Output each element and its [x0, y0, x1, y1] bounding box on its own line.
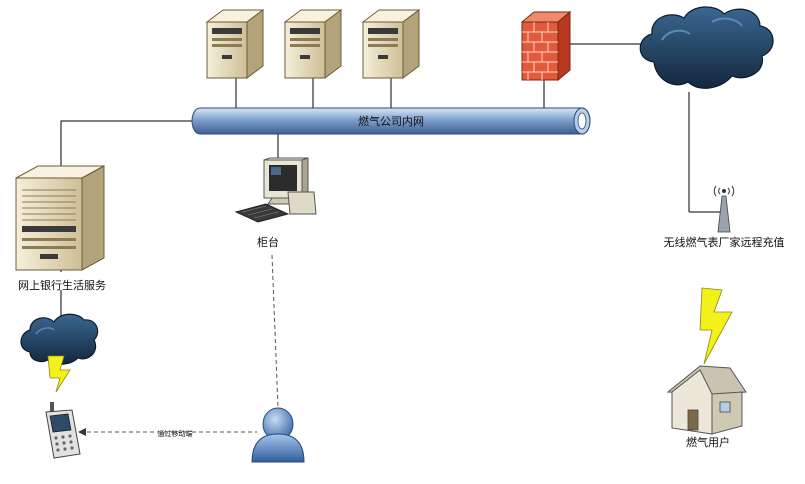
antenna-icon — [713, 185, 735, 233]
workstation-icon — [234, 157, 317, 223]
house-icon — [666, 365, 747, 435]
counter-label: 柜台 — [257, 235, 279, 249]
firewall-icon — [520, 10, 572, 82]
arrow-head — [78, 428, 86, 436]
banking-server-icon — [15, 165, 105, 271]
user-person-icon — [251, 407, 305, 463]
left-lightning-icon — [47, 355, 71, 393]
dashed-lines — [80, 254, 279, 433]
server-1 — [205, 9, 265, 79]
intranet-pipe: 燃气公司内网 — [191, 107, 591, 135]
internet-cloud-icon — [639, 6, 774, 89]
via-mobile-label: 通过移动端 — [158, 429, 193, 438]
mobile-phone-icon — [45, 402, 81, 459]
intranet-label: 燃气公司内网 — [358, 114, 424, 128]
online-banking-label: 网上银行生活服务 — [18, 278, 106, 292]
gas-user-label: 燃气用户 — [686, 435, 730, 449]
right-lightning-icon — [699, 287, 733, 365]
connection-lines — [60, 43, 722, 322]
server-3 — [361, 9, 421, 79]
wireless-recharge-label: 无线燃气表厂家远程充值 — [664, 235, 785, 249]
server-2 — [283, 9, 343, 79]
